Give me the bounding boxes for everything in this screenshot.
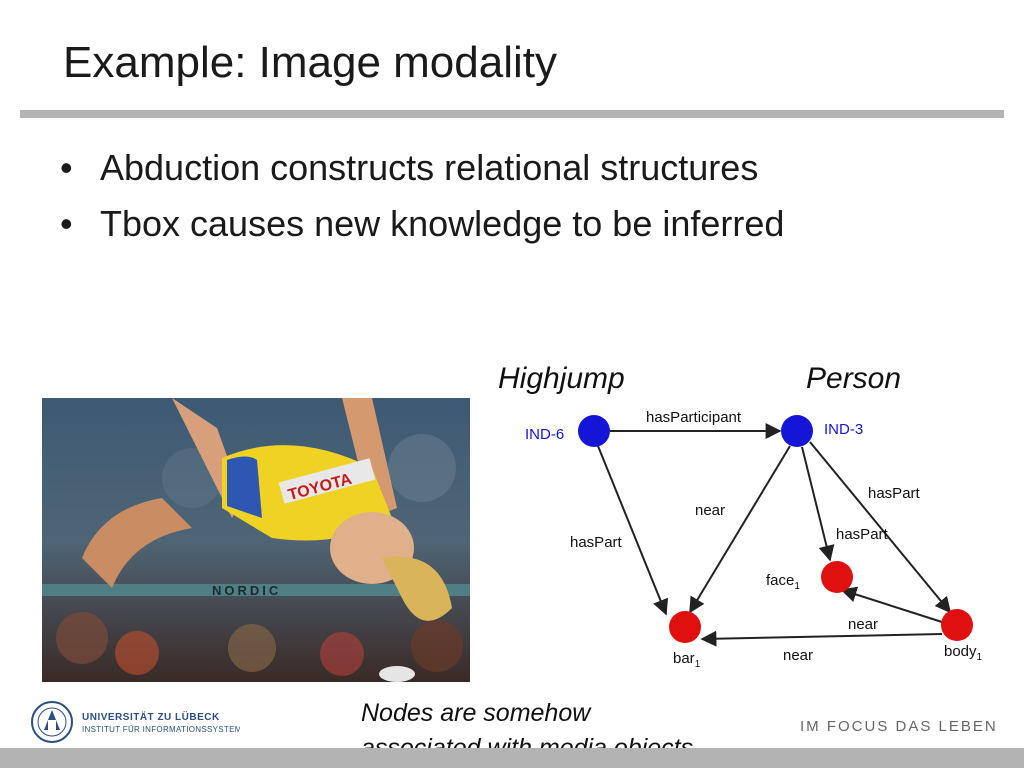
node-ind6 [578,415,610,447]
node-ind3-label: IND-3 [824,421,863,438]
institute-name: INSTITUT FÜR INFORMATIONSSYSTEME [82,725,240,734]
bullet-marker: • [60,203,73,244]
edge-label-ind6-haspart: hasPart [570,534,623,551]
node-bar [669,611,701,643]
edge-body-near-bar [700,630,943,647]
diagram-canvas: Highjump Person IND-6 IND-3 face1 bar1 b… [498,362,983,670]
university-name: UNIVERSITÄT ZU LÜBECK [82,710,220,723]
edge-ind6-haspart-bar [597,445,669,616]
photo-illustration: NORDIC TOYOTA [42,398,470,682]
bar-brand-text: NORDIC [212,583,281,598]
highjump-photo: NORDIC TOYOTA [42,398,470,682]
edge-label-has-participant: hasParticipant [646,409,742,426]
edge-label-ind3-haspart-face: hasPart [836,526,889,543]
node-body [941,609,973,641]
edge-ind3-haspart-face [801,446,835,562]
node-body-label: body1 [944,643,983,663]
slide-title: Example: Image modality [63,38,557,87]
bullet-text: Abduction constructs relational structur… [100,147,759,188]
caption-line-1: Nodes are somehow [361,699,591,727]
edge-body-near-face [840,586,943,623]
relational-diagram: Highjump Person IND-6 IND-3 face1 bar1 b… [480,350,1000,695]
university-logo: UNIVERSITÄT ZU LÜBECK INSTITUT FÜR INFOR… [30,700,247,744]
node-bar-label: bar1 [673,650,701,670]
bullet-marker: • [60,147,73,188]
edge-ind3-near-bar [689,445,791,614]
node-ind6-label: IND-6 [525,426,564,443]
university-seal-icon: UNIVERSITÄT ZU LÜBECK INSTITUT FÜR INFOR… [31,701,247,743]
bullet-text: Tbox causes new knowledge to be inferred [100,203,785,244]
concept-person-label: Person [806,362,901,395]
node-ind3 [781,415,813,447]
edge-label-ind3-near-bar: near [695,502,725,519]
concept-highjump-label: Highjump [498,362,625,395]
bullet-item: • Tbox causes new knowledge to be inferre… [60,196,784,252]
node-face [821,561,853,593]
edge-label-body-near-bar: near [783,647,813,664]
edge-ind3-haspart-body [809,441,952,614]
edge-label-body-near-face: near [848,616,878,633]
footer-bar [0,748,1024,768]
bullet-item: • Abduction constructs relational structu… [60,140,784,196]
title-divider [20,110,1004,118]
node-face-label: face1 [766,572,800,592]
bullet-list: • Abduction constructs relational structu… [60,140,784,252]
footer-slogan: IM FOCUS DAS LEBEN [800,718,998,735]
edge-label-ind3-haspart-body: hasPart [868,485,921,502]
